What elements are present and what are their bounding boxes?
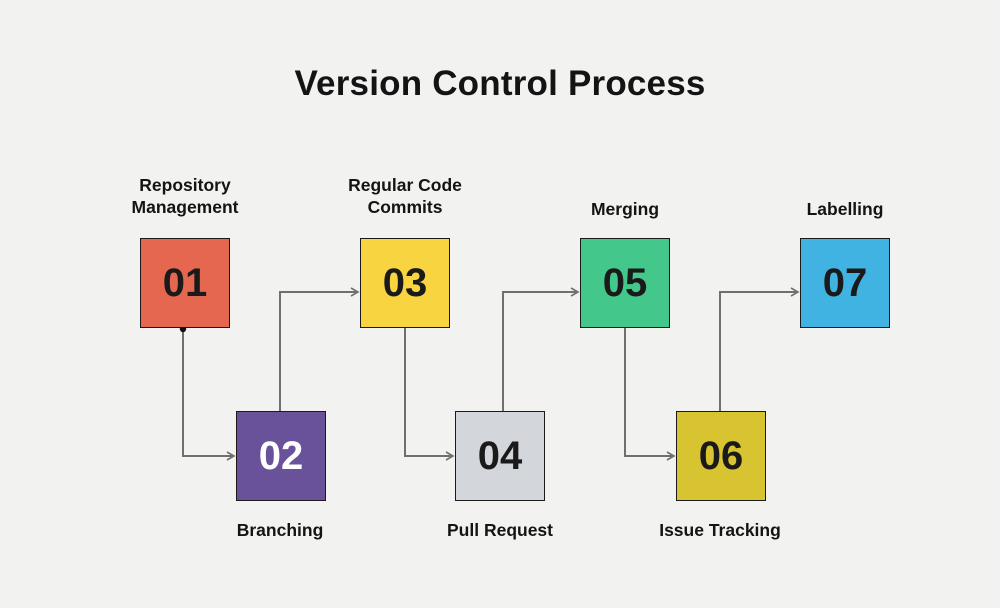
step-box-01: 01 bbox=[140, 238, 230, 328]
step-number-02: 02 bbox=[258, 434, 304, 478]
step-box-06: 06 bbox=[676, 411, 766, 501]
arrowhead-into-02 bbox=[226, 451, 236, 461]
arrowhead-into-05 bbox=[570, 287, 580, 297]
connector-04-05 bbox=[502, 291, 576, 411]
arrowhead-into-04 bbox=[445, 451, 455, 461]
step-box-07: 07 bbox=[800, 238, 890, 328]
step-number-01: 01 bbox=[162, 261, 208, 305]
arrowhead-into-06 bbox=[666, 451, 676, 461]
step-label-issue-tracking: Issue Tracking bbox=[659, 520, 781, 540]
step-box-02: 02 bbox=[236, 411, 326, 501]
step-label-merging: Merging bbox=[590, 199, 660, 219]
step-box-04: 04 bbox=[455, 411, 545, 501]
connector-01-02 bbox=[182, 330, 232, 457]
step-box-03: 03 bbox=[360, 238, 450, 328]
step-box-05: 05 bbox=[580, 238, 670, 328]
arrowhead-into-03 bbox=[350, 287, 360, 297]
connector-03-04 bbox=[404, 328, 451, 457]
step-number-05: 05 bbox=[602, 261, 648, 305]
step-label-labelling: Labelling bbox=[806, 199, 884, 219]
step-number-04: 04 bbox=[477, 434, 523, 478]
connector-05-06 bbox=[624, 328, 672, 457]
step-number-06: 06 bbox=[698, 434, 744, 478]
page-title: Version Control Process bbox=[294, 64, 706, 103]
connector-02-03 bbox=[279, 291, 356, 411]
step-label-repository-management: Repository Management bbox=[131, 175, 239, 217]
step-label-pull-request: Pull Request bbox=[447, 520, 553, 540]
step-label-branching: Branching bbox=[236, 520, 324, 540]
step-number-03: 03 bbox=[382, 261, 428, 305]
step-label-regular-code-commits: Regular Code Commits bbox=[348, 175, 462, 217]
arrowhead-into-07 bbox=[790, 287, 800, 297]
connector-06-07 bbox=[719, 291, 796, 411]
step-number-07: 07 bbox=[822, 261, 868, 305]
